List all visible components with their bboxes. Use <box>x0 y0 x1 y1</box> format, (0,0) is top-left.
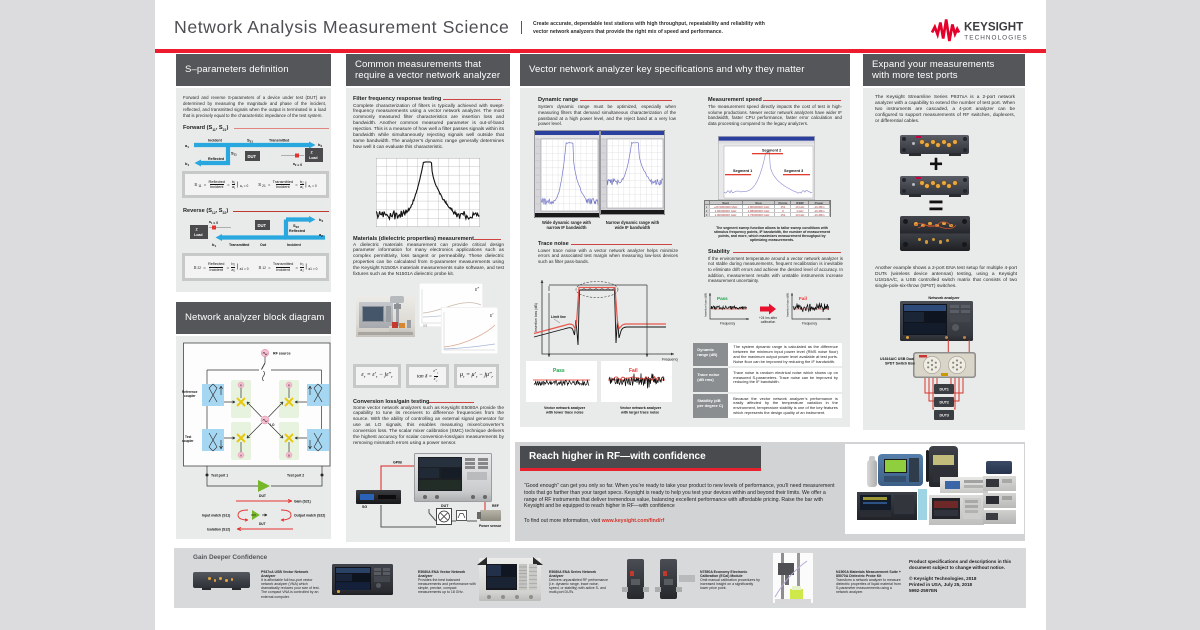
svg-text:Z: Z <box>196 228 199 232</box>
svg-text:DUT: DUT <box>259 494 267 498</box>
svg-text:Insertion loss (dB): Insertion loss (dB) <box>785 293 789 317</box>
svg-text:DUT: DUT <box>248 154 257 159</box>
svg-text:Load: Load <box>194 233 203 237</box>
svg-text:Fail: Fail <box>799 296 807 301</box>
svg-text:SPDT Switch Box: SPDT Switch Box <box>885 362 915 366</box>
svg-text:Pass: Pass <box>553 368 565 374</box>
svg-text:Output match (S22): Output match (S22) <box>294 514 325 518</box>
svg-text:Test port 1: Test port 1 <box>211 474 228 478</box>
svg-text:Reference: Reference <box>182 390 198 394</box>
svg-text:coupler: coupler <box>184 394 196 398</box>
svg-text:Reflected: Reflected <box>289 229 305 233</box>
svg-text:DUT2: DUT2 <box>940 401 949 405</box>
svg-text:B: B <box>288 453 290 457</box>
svg-text:b1: b1 <box>212 242 216 248</box>
svg-text:U1816A/C USB Dual: U1816A/C USB Dual <box>880 357 914 361</box>
svg-text:R: R <box>288 383 291 387</box>
svg-text:Vector network analyzer: Vector network analyzer <box>544 406 586 410</box>
svg-text:Isolation (S12): Isolation (S12) <box>207 528 230 532</box>
svg-text:with lower trace noise: with lower trace noise <box>545 411 584 415</box>
svg-text:Test: Test <box>185 435 192 439</box>
svg-text:Frequency: Frequency <box>662 358 678 362</box>
svg-text:Incident: Incident <box>208 139 223 143</box>
svg-text:DUT: DUT <box>259 522 266 526</box>
svg-text:Gain (S21): Gain (S21) <box>294 500 311 504</box>
svg-text:coupler: coupler <box>182 439 194 443</box>
svg-text:a2: a2 <box>319 232 323 238</box>
svg-text:Frequency: Frequency <box>720 322 735 326</box>
svg-text:a1: a1 <box>185 143 189 149</box>
svg-text:Frequency: Frequency <box>802 322 817 326</box>
svg-text:KEYSIGHT: KEYSIGHT <box>964 20 1023 33</box>
svg-text:ε″: ε″ <box>475 287 479 293</box>
svg-text:Insertion loss (dB): Insertion loss (dB) <box>534 303 538 332</box>
svg-text:Incident: Incident <box>287 243 302 247</box>
svg-text:Segment 2: Segment 2 <box>762 148 781 152</box>
svg-text:b1: b1 <box>185 161 189 167</box>
svg-text:Segment 3: Segment 3 <box>784 169 803 173</box>
svg-text:Load: Load <box>309 156 318 160</box>
svg-text:DUT1: DUT1 <box>940 388 949 392</box>
svg-text:DUT3: DUT3 <box>940 414 949 418</box>
svg-text:TECHNOLOGIES: TECHNOLOGIES <box>964 34 1027 41</box>
svg-text:Z: Z <box>311 151 314 155</box>
svg-text:Vector network analyzer: Vector network analyzer <box>620 406 662 410</box>
svg-text:RF source: RF source <box>273 352 291 356</box>
svg-text:S21: S21 <box>247 138 253 144</box>
svg-text:b2: b2 <box>318 142 322 148</box>
svg-text:DUT: DUT <box>258 223 267 228</box>
svg-text:ε′: ε′ <box>490 313 494 319</box>
svg-text:a2 = 0: a2 = 0 <box>293 162 302 167</box>
svg-text:a1 = 0: a1 = 0 <box>209 220 218 225</box>
svg-text:1E5: 1E5 <box>423 325 428 328</box>
svg-text:R: R <box>240 383 243 387</box>
svg-text:S11: S11 <box>231 151 237 157</box>
svg-text:A: A <box>240 453 242 457</box>
svg-text:Pass: Pass <box>717 296 728 301</box>
svg-text:Transmitted: Transmitted <box>229 243 249 247</box>
svg-text:LO: LO <box>270 423 275 427</box>
svg-text:Reflected: Reflected <box>208 157 224 161</box>
svg-text:S22: S22 <box>293 223 299 229</box>
svg-text:GPIB: GPIB <box>393 461 402 465</box>
svg-text:Segment 1: Segment 1 <box>733 169 752 173</box>
svg-text:Out: Out <box>260 243 267 247</box>
svg-text:Input match (S11): Input match (S11) <box>202 514 230 518</box>
svg-text:with larger trace noise: with larger trace noise <box>620 411 659 415</box>
svg-text:Transmitted: Transmitted <box>269 139 289 143</box>
svg-text:Insertion loss (dB): Insertion loss (dB) <box>704 293 708 317</box>
svg-text:b2: b2 <box>319 217 323 223</box>
svg-text:Limit line: Limit line <box>551 315 566 319</box>
svg-text:Test port 2: Test port 2 <box>287 474 304 478</box>
svg-text:Fail: Fail <box>629 368 638 374</box>
